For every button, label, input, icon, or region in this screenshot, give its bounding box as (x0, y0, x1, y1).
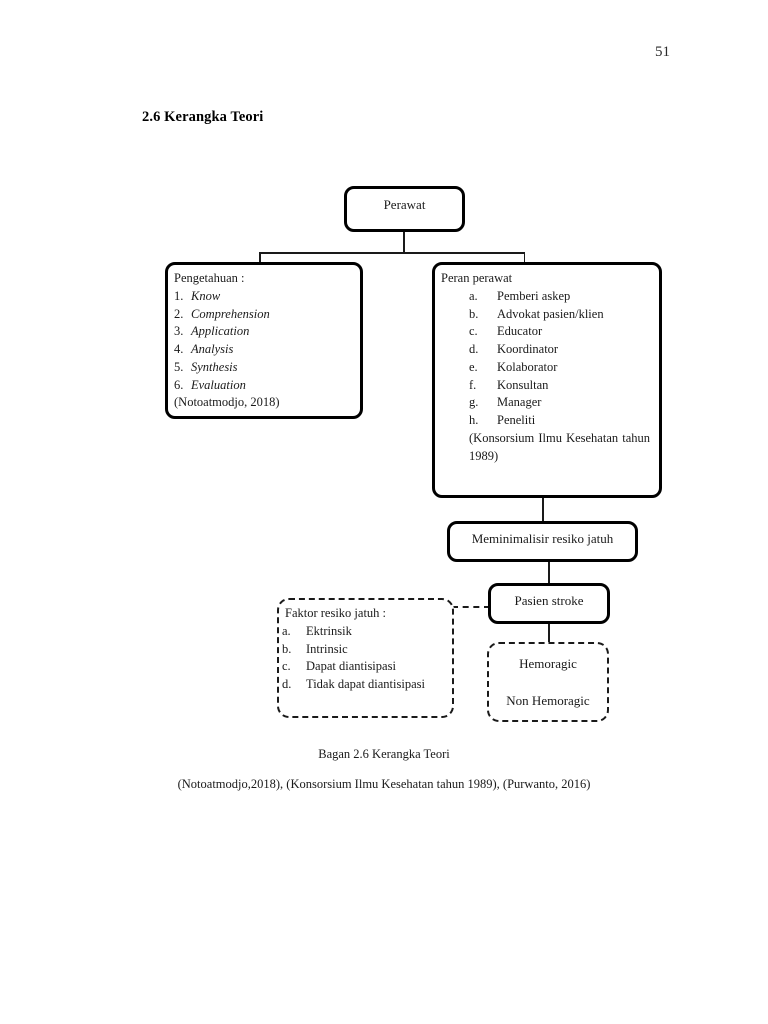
list-text: Pemberi askep (497, 288, 571, 303)
list-marker: d. (282, 677, 292, 691)
list-text: Manager (497, 395, 542, 410)
list-item: c. Educator (441, 323, 651, 341)
list-text: Kolaborator (497, 359, 558, 374)
list-text: Konsultan (497, 377, 549, 392)
list-text: Know (191, 288, 221, 303)
list-marker: c. (469, 324, 478, 339)
citation-line-1: (Konsorsium Ilmu Kesehatan tahun (469, 430, 650, 445)
list-marker: 6. (174, 377, 184, 392)
node-faktor-lead: Faktor resiko jatuh : (285, 606, 387, 620)
node-peran-perawat-lead: Peran perawat (441, 271, 513, 285)
node-faktor-resiko-jatuh[interactable]: Faktor resiko jatuh : a. Ektrinsik b. In… (277, 598, 454, 718)
list-text: Koordinator (497, 342, 559, 356)
list-item: d. Koordinator (441, 341, 651, 359)
list-marker: g. (469, 395, 479, 410)
connector-pasien-to-hemoragic (548, 622, 550, 644)
list-item: d. Tidak dapat diantisipasi (282, 676, 444, 694)
faktor-resiko-list: a. Ektrinsik b. Intrinsic c. Dapat diant… (282, 623, 444, 694)
list-item: f. Konsultan (441, 377, 651, 395)
node-meminimalisir-resiko-jatuh[interactable]: Meminimalisir resiko jatuh (447, 521, 638, 562)
node-perawat[interactable]: Perawat (344, 186, 465, 232)
list-item: 5. Synthesis (174, 359, 352, 377)
peran-perawat-list: a. Pemberi askep b. Advokat pasien/klien… (441, 288, 651, 430)
list-item: e. Kolaborator (441, 359, 651, 377)
list-text: Intrinsic (306, 641, 348, 656)
connector-perawat-down (403, 230, 405, 253)
list-marker: 1. (174, 288, 184, 303)
list-item: a. Pemberi askep (441, 288, 651, 306)
list-text: Synthesis (191, 359, 238, 374)
list-text: Analysis (191, 342, 234, 356)
list-marker: c. (282, 659, 291, 674)
list-text: Peneliti (497, 413, 536, 427)
list-marker: 5. (174, 359, 184, 374)
list-text: Advokat pasien/klien (497, 306, 604, 321)
node-perawat-label: Perawat (383, 197, 426, 212)
connector-horizontal-bus (259, 252, 525, 254)
node-hemoragic-line-1: Hemoragic (519, 656, 577, 671)
list-marker: e. (469, 359, 478, 374)
list-marker: b. (282, 641, 292, 656)
list-marker: a. (282, 623, 291, 638)
list-item: b. Intrinsic (282, 641, 444, 659)
node-pasien-stroke-label: Pasien stroke (514, 593, 584, 608)
list-item: a. Ektrinsik (282, 623, 444, 641)
node-hemoragic-line-2: Non Hemoragic (506, 692, 590, 708)
list-text: Evaluation (191, 377, 246, 392)
figure-caption-sources: (Notoatmodjo,2018), (Konsorsium Ilmu Kes… (177, 777, 591, 791)
figure-caption-title: Bagan 2.6 Kerangka Teori (318, 747, 450, 761)
list-item: b. Advokat pasien/klien (441, 306, 651, 324)
list-marker: b. (469, 306, 479, 321)
list-marker: d. (469, 342, 479, 356)
list-item: h. Peneliti (441, 412, 651, 430)
node-pengetahuan-lead: Pengetahuan : (174, 271, 245, 285)
list-marker: f. (469, 377, 477, 392)
node-peran-perawat[interactable]: Peran perawat a. Pemberi askep b. Advoka… (432, 262, 662, 498)
section-heading: 2.6 Kerangka Teori (142, 109, 264, 125)
list-item: 4. Analysis (174, 341, 352, 359)
node-peran-perawat-citation: (Konsorsium Ilmu Kesehatan tahun 1989) (441, 430, 651, 466)
node-pengetahuan-citation: (Notoatmodjo, 2018) (174, 395, 280, 410)
connector-peran-to-meminimalisir (542, 496, 544, 523)
list-text: Ektrinsik (306, 623, 352, 638)
node-hemoragic[interactable]: Hemoragic Non Hemoragic (487, 642, 609, 722)
connector-to-pengetahuan (259, 252, 261, 265)
page-number: 51 (655, 44, 670, 60)
list-text: Comprehension (191, 306, 270, 321)
list-text: Application (191, 324, 250, 339)
connector-to-peran-perawat (523, 252, 526, 265)
citation-line-2: 1989) (469, 448, 499, 463)
list-marker: a. (469, 288, 478, 303)
pengetahuan-list: 1. Know 2. Comprehension 3. Application … (174, 288, 352, 395)
list-marker: h. (469, 413, 479, 427)
list-item: 6. Evaluation (174, 377, 352, 395)
list-item: g. Manager (441, 394, 651, 412)
node-meminimalisir-label: Meminimalisir resiko jatuh (471, 531, 614, 546)
list-item: c. Dapat diantisipasi (282, 658, 444, 676)
list-item: 3. Application (174, 323, 352, 341)
list-item: 2. Comprehension (174, 306, 352, 324)
list-marker: 2. (174, 306, 184, 321)
list-item: 1. Know (174, 288, 352, 306)
list-marker: 4. (174, 342, 184, 356)
list-text: Tidak dapat diantisipasi (306, 677, 425, 691)
connector-faktor-to-pasien (452, 606, 490, 608)
node-pasien-stroke[interactable]: Pasien stroke (488, 583, 610, 624)
list-text: Educator (497, 324, 543, 339)
list-text: Dapat diantisipasi (306, 659, 396, 674)
list-marker: 3. (174, 324, 184, 339)
node-pengetahuan[interactable]: Pengetahuan : 1. Know 2. Comprehension 3… (165, 262, 363, 419)
connector-meminimalisir-to-pasien (548, 560, 550, 585)
